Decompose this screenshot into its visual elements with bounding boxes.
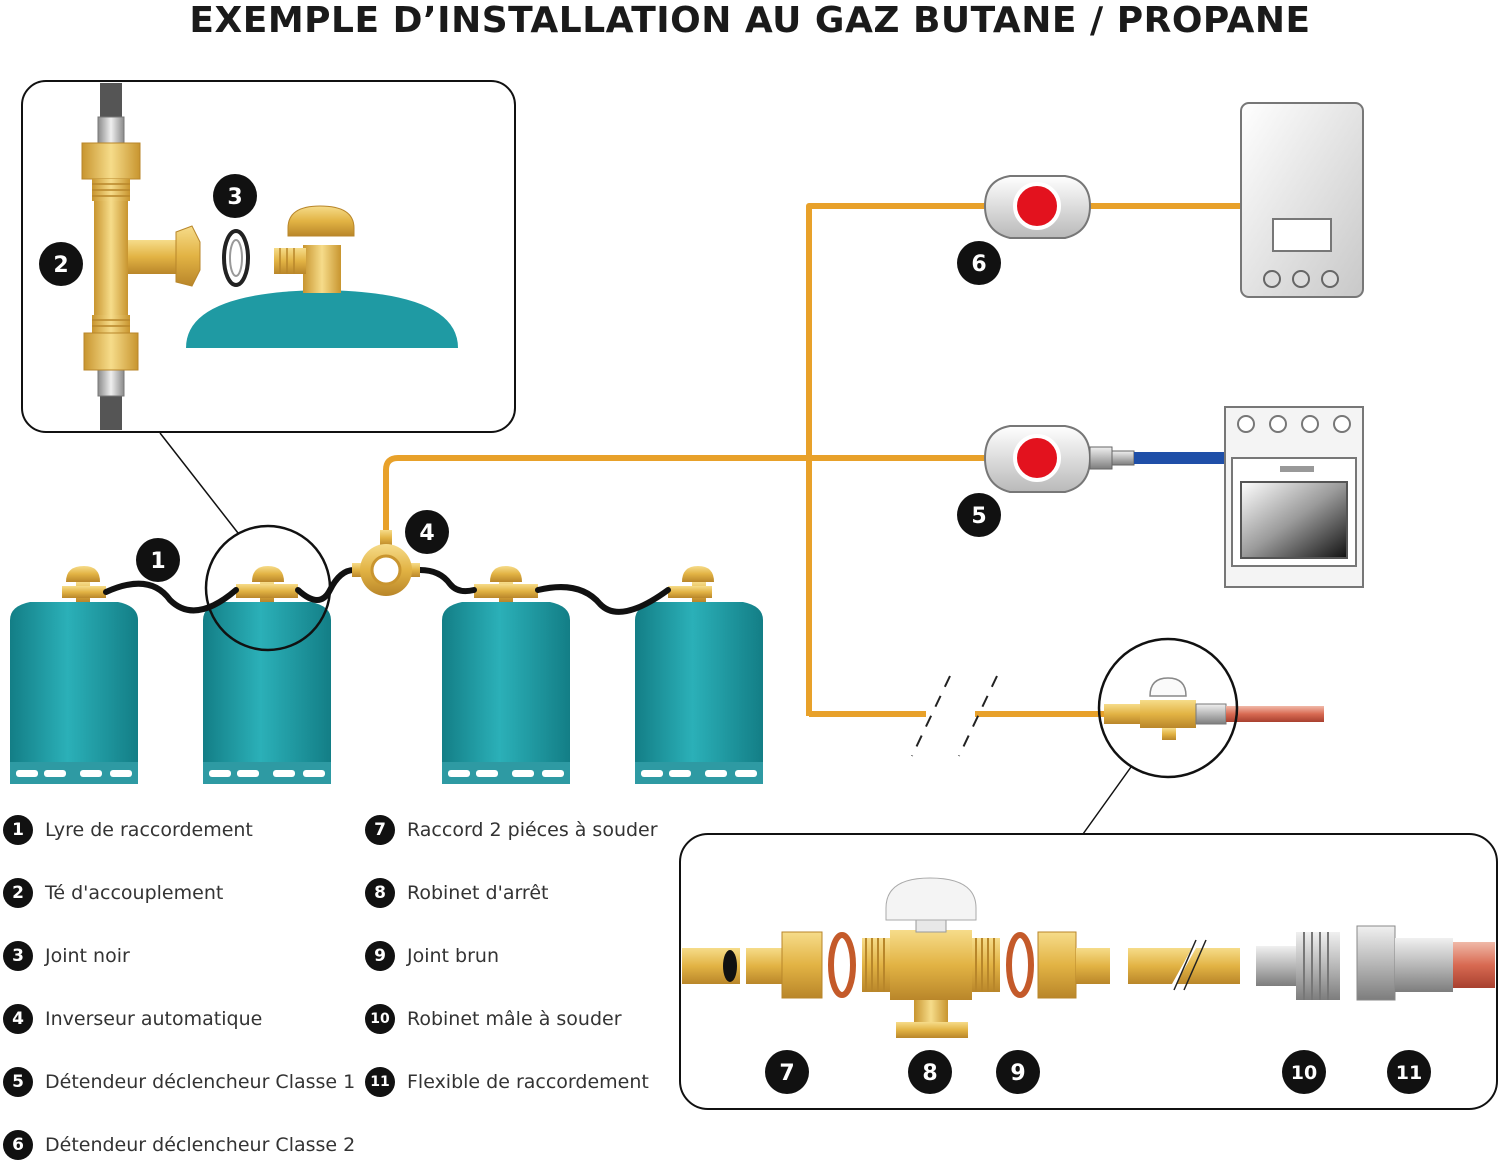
badge-9: 9 bbox=[996, 1050, 1040, 1094]
legend-item-8: 8 Robinet d'arrêt bbox=[365, 877, 548, 909]
legend-item-4: 4 Inverseur automatique bbox=[3, 1003, 262, 1035]
legend-item-1: 1 Lyre de raccordement bbox=[3, 814, 253, 846]
zoom-circle-branch bbox=[1097, 637, 1239, 779]
legend-item-9: 9 Joint brun bbox=[365, 940, 499, 972]
legend-item-3: 3 Joint noir bbox=[3, 940, 130, 972]
badge-4-number: 4 bbox=[419, 521, 434, 546]
gas-bottle-4 bbox=[635, 566, 763, 784]
legend-label: Raccord 2 piéces à souder bbox=[407, 819, 658, 841]
legend-label: Joint brun bbox=[407, 945, 499, 967]
legend-label: Joint noir bbox=[45, 945, 130, 967]
zoom-circle-coupling bbox=[204, 524, 332, 652]
legend-number: 8 bbox=[365, 878, 395, 908]
badge-1: 1 bbox=[136, 538, 180, 582]
legend-number: 6 bbox=[3, 1130, 33, 1160]
legend-label: Détendeur déclencheur Classe 1 bbox=[45, 1071, 356, 1093]
legend-label: Flexible de raccordement bbox=[407, 1071, 649, 1093]
oven-appliance bbox=[1224, 406, 1364, 588]
zoom-leader-branch bbox=[1082, 766, 1132, 835]
regulator-class2 bbox=[983, 175, 1092, 239]
gas-bottle-1 bbox=[10, 566, 138, 784]
shutoff-valve-branch bbox=[1104, 677, 1324, 740]
legend-item-10: 10 Robinet mâle à souder bbox=[365, 1003, 622, 1035]
badge-9-number: 9 bbox=[1010, 1061, 1025, 1086]
legend-item-6: 6 Détendeur déclencheur Classe 2 bbox=[3, 1129, 355, 1161]
legend-number: 1 bbox=[3, 815, 33, 845]
badge-11-number: 11 bbox=[1396, 1062, 1422, 1084]
detail-panel-valve bbox=[679, 833, 1498, 1110]
badge-1-number: 1 bbox=[150, 549, 165, 574]
legend-item-5: 5 Détendeur déclencheur Classe 1 bbox=[3, 1066, 355, 1098]
legend-item-7: 7 Raccord 2 piéces à souder bbox=[365, 814, 658, 846]
badge-6-number: 6 bbox=[971, 252, 986, 277]
gas-pipe-riser bbox=[383, 455, 985, 540]
gas-bottle-3 bbox=[442, 566, 570, 784]
badge-7-number: 7 bbox=[779, 1061, 794, 1086]
legend-number: 2 bbox=[3, 878, 33, 908]
badge-11: 11 bbox=[1387, 1050, 1431, 1094]
gas-pipe-main bbox=[806, 203, 985, 716]
badge-5: 5 bbox=[957, 493, 1001, 537]
badge-2-number: 2 bbox=[53, 253, 68, 278]
legend-item-2: 2 Té d'accouplement bbox=[3, 877, 223, 909]
legend-label: Lyre de raccordement bbox=[45, 819, 253, 841]
legend-number: 9 bbox=[365, 941, 395, 971]
legend-number: 11 bbox=[365, 1067, 395, 1097]
badge-10-number: 10 bbox=[1291, 1062, 1317, 1084]
legend-number: 4 bbox=[3, 1004, 33, 1034]
pipe-break-marks bbox=[911, 675, 998, 757]
badge-3: 3 bbox=[213, 174, 257, 218]
legend-label: Détendeur déclencheur Classe 2 bbox=[45, 1134, 356, 1156]
legend-label: Robinet d'arrêt bbox=[407, 882, 549, 904]
badge-3-number: 3 bbox=[227, 185, 242, 210]
legend-label: Té d'accouplement bbox=[45, 882, 224, 904]
regulator-class1 bbox=[983, 425, 1135, 493]
automatic-inverter bbox=[352, 530, 420, 596]
badge-5-number: 5 bbox=[971, 504, 986, 529]
legend-label: Robinet mâle à souder bbox=[407, 1008, 622, 1030]
zoom-leader-coupling bbox=[159, 432, 239, 534]
bottle-group bbox=[10, 566, 763, 784]
legend-label: Inverseur automatique bbox=[45, 1008, 263, 1030]
legend-number: 10 bbox=[365, 1004, 395, 1034]
legend-number: 7 bbox=[365, 815, 395, 845]
gas-pipe-network bbox=[383, 203, 1242, 717]
boiler-appliance bbox=[1240, 102, 1364, 298]
badge-8: 8 bbox=[908, 1050, 952, 1094]
badge-7: 7 bbox=[765, 1050, 809, 1094]
page-title: EXEMPLE D’INSTALLATION AU GAZ BUTANE / P… bbox=[189, 0, 1311, 41]
badge-6: 6 bbox=[957, 241, 1001, 285]
legend-number: 5 bbox=[3, 1067, 33, 1097]
legend-number: 3 bbox=[3, 941, 33, 971]
badge-2: 2 bbox=[39, 242, 83, 286]
detail-panel-coupling bbox=[21, 80, 516, 433]
legend-item-11: 11 Flexible de raccordement bbox=[365, 1066, 649, 1098]
badge-4: 4 bbox=[405, 510, 449, 554]
badge-8-number: 8 bbox=[922, 1061, 937, 1086]
badge-10: 10 bbox=[1282, 1050, 1326, 1094]
